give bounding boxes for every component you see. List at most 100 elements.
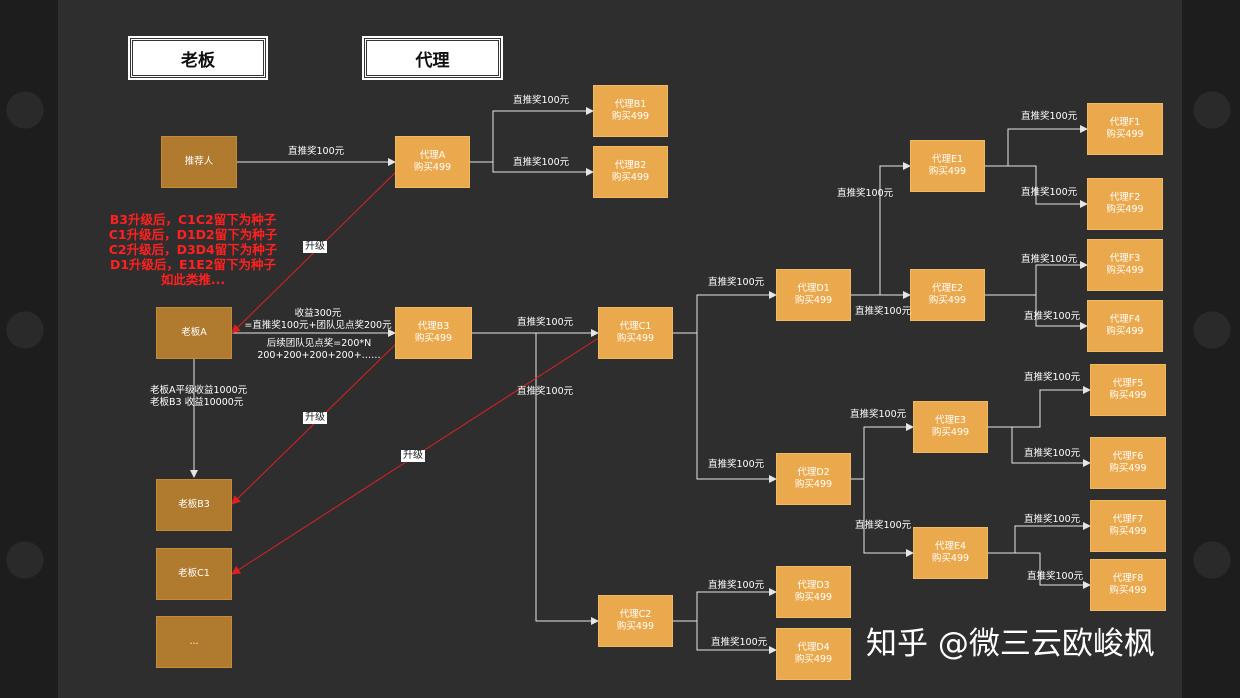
- header-agent: 代理: [362, 36, 503, 80]
- upgrade-tag-c1: 升级: [401, 450, 425, 462]
- note-line: D1升级后，E1E2留下为种子: [109, 257, 277, 272]
- node-boss-b3: 老板B3: [156, 479, 232, 531]
- boss-income-line: 老板B3 收益10000元: [150, 397, 244, 408]
- income-annotation: 收益300元 =直推奖100元+团队见点奖200元: [238, 308, 398, 332]
- node-title: 代理F2: [1109, 192, 1141, 203]
- label-direct-a-b2: 直推奖100元: [513, 157, 570, 168]
- node-title: 代理C1: [619, 321, 652, 332]
- note-line: C2升级后，D3D4留下为种子: [108, 242, 278, 257]
- label-direct-e1-f1: 直推奖100元: [1021, 111, 1078, 122]
- income-line: =直推奖100元+团队见点奖200元: [244, 320, 392, 331]
- node-title: 代理E4: [934, 541, 967, 552]
- node-sub: 购买499: [413, 162, 452, 173]
- income-line: 收益300元: [294, 308, 342, 319]
- node-label: 老板C1: [178, 568, 210, 579]
- node-sub: 购买499: [794, 654, 833, 665]
- node-title: 代理F7: [1112, 514, 1144, 525]
- node-sub: 购买499: [1106, 265, 1144, 276]
- node-title: 代理A: [419, 150, 446, 161]
- node-title: 代理E3: [934, 415, 967, 426]
- node-sub: 购买499: [414, 333, 453, 344]
- node-sub: 购买499: [616, 333, 655, 344]
- node-sub: 购买499: [1109, 463, 1147, 474]
- node-title: 代理C2: [619, 609, 652, 620]
- label-direct-e2-f3: 直推奖100元: [1021, 254, 1078, 265]
- node-title: 代理F5: [1112, 378, 1144, 389]
- node-title: 代理E2: [931, 283, 964, 294]
- note-line: 如此类推...: [160, 272, 226, 287]
- upgrade-tag-b3: 升级: [303, 412, 327, 424]
- label-direct-e3-f6: 直推奖100元: [1024, 448, 1081, 459]
- node-title: 代理E1: [931, 154, 964, 165]
- label-direct-e3-f5: 直推奖100元: [1024, 372, 1081, 383]
- node-sub: 购买499: [794, 295, 833, 306]
- label-direct-b3-c2: 直推奖100元: [517, 386, 574, 397]
- node-sub: 购买499: [928, 166, 967, 177]
- node-sub: 购买499: [1109, 526, 1147, 537]
- node-sub: 购买499: [611, 172, 650, 183]
- node-sub: 购买499: [1106, 129, 1144, 140]
- label-direct-e2-f4: 直推奖100元: [1024, 311, 1081, 322]
- label-direct-c1-d2: 直推奖100元: [708, 459, 765, 470]
- label-direct-d2-e4: 直推奖100元: [855, 520, 912, 531]
- node-label: 老板B3: [178, 499, 210, 510]
- label-direct-e1-f2: 直推奖100元: [1021, 187, 1078, 198]
- label-direct-b3-c1: 直推奖100元: [517, 317, 574, 328]
- node-label: ...: [189, 636, 199, 647]
- node-title: 代理B1: [614, 99, 647, 110]
- node-sub: 购买499: [1106, 326, 1144, 337]
- node-title: 代理F4: [1109, 314, 1141, 325]
- node-title: 代理F6: [1112, 451, 1144, 462]
- node-title: 代理B2: [614, 160, 647, 171]
- label-direct-a-b1: 直推奖100元: [513, 95, 570, 106]
- node-boss-c1: 老板C1: [156, 548, 232, 600]
- node-boss-more: ...: [156, 616, 232, 668]
- node-sub: 购买499: [794, 592, 833, 603]
- node-title: 代理F1: [1109, 117, 1141, 128]
- node-sub: 购买499: [794, 479, 833, 490]
- note-line: B3升级后，C1C2留下为种子: [109, 212, 277, 227]
- label-direct-referrer-a: 直推奖100元: [288, 146, 345, 157]
- node-sub: 购买499: [616, 621, 655, 632]
- label-direct-d2-e3: 直推奖100元: [850, 409, 907, 420]
- upgrade-tag-a: 升级: [303, 241, 327, 253]
- label-direct-d1-e1: 直推奖100元: [837, 188, 894, 199]
- node-sub: 购买499: [1109, 585, 1147, 596]
- node-title: 代理B3: [417, 321, 450, 332]
- label-direct-e4-f8: 直推奖100元: [1027, 571, 1084, 582]
- node-label: 推荐人: [184, 156, 214, 167]
- boss-income-annotation: 老板A平级收益1000元 老板B3 收益10000元: [150, 385, 247, 409]
- team-bonus-annotation: 后续团队见点奖=200*N 200+200+200+200+……: [244, 338, 394, 362]
- label-direct-c1-d1: 直推奖100元: [708, 277, 765, 288]
- team-bonus-line: 后续团队见点奖=200*N: [266, 338, 372, 349]
- label-direct-c2-d3: 直推奖100元: [708, 580, 765, 591]
- label-direct-c2-d4: 直推奖100元: [711, 637, 768, 648]
- node-referrer: 推荐人: [161, 136, 237, 188]
- label-direct-e4-f7: 直推奖100元: [1024, 514, 1081, 525]
- node-sub: 购买499: [611, 111, 650, 122]
- node-title: 代理D4: [797, 642, 830, 653]
- node-sub: 购买499: [928, 295, 967, 306]
